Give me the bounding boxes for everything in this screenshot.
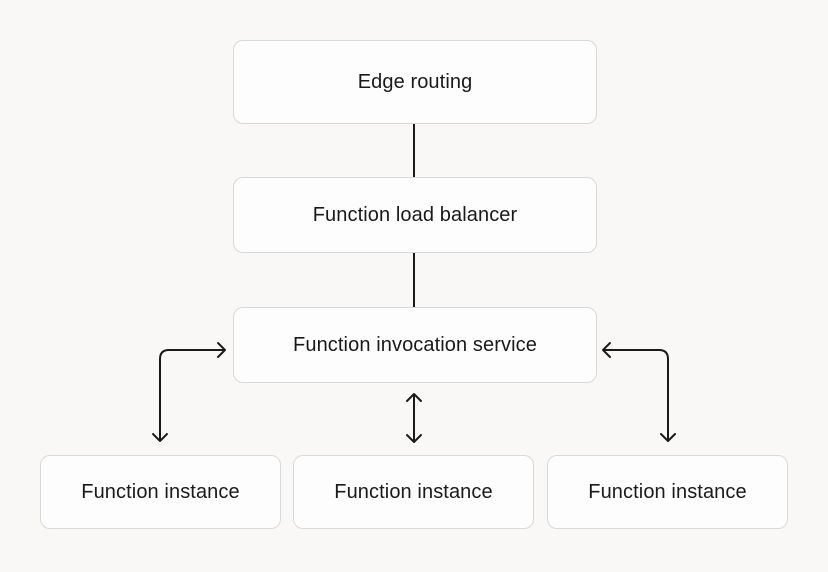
node-edge-routing: Edge routing — [233, 40, 597, 124]
node-function-instance-right-label: Function instance — [588, 480, 747, 503]
node-function-invocation-service: Function invocation service — [233, 307, 597, 383]
node-function-instance-middle-label: Function instance — [334, 480, 493, 503]
node-function-load-balancer-label: Function load balancer — [312, 203, 518, 226]
node-function-instance-right: Function instance — [547, 455, 788, 529]
node-function-instance-left: Function instance — [40, 455, 281, 529]
node-function-instance-middle: Function instance — [293, 455, 534, 529]
connector-invocation-service-to-instance-left — [152, 342, 226, 442]
node-function-instance-left-label: Function instance — [81, 480, 240, 503]
node-function-invocation-service-label: Function invocation service — [293, 333, 537, 356]
connector-invocation-service-to-instance-right — [602, 342, 676, 442]
node-edge-routing-label: Edge routing — [357, 70, 473, 93]
node-function-load-balancer: Function load balancer — [233, 177, 597, 253]
